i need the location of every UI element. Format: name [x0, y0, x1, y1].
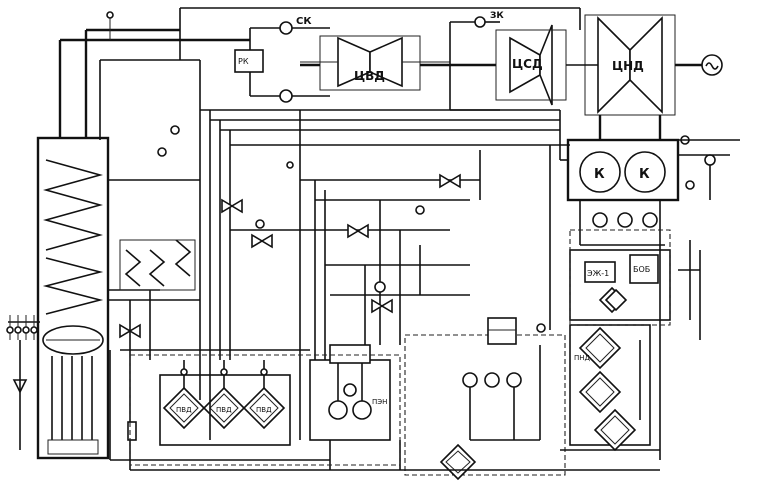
- burner-box: [47, 439, 99, 455]
- stop-valve-icon: [279, 21, 293, 35]
- hp-heater-3: [242, 386, 286, 430]
- hp-valves: СК РК: [234, 16, 330, 103]
- control-valve-label: РК: [238, 57, 249, 66]
- lp-heater-2: [578, 370, 622, 414]
- fuel-valve: [12, 379, 28, 394]
- stop-valve-label: СК: [296, 16, 312, 27]
- hp-heater-3-label: ПВД: [256, 406, 272, 414]
- pump-icon: [642, 212, 658, 228]
- hp-cylinder-label: ЦВД: [354, 69, 385, 83]
- fuel-inlets: [6, 315, 40, 450]
- valve-symbols: [119, 125, 716, 441]
- feed-pump-area: ПЭН: [309, 344, 391, 441]
- right-extractions: [678, 139, 740, 340]
- bdb-label: БОБ: [633, 265, 650, 274]
- stop-valve-2-icon: [279, 89, 293, 103]
- pump-icon: [506, 372, 522, 388]
- lp-heater-1: [578, 326, 622, 370]
- condensers: К К: [566, 138, 680, 245]
- pump-icon: [592, 212, 608, 228]
- superheater-coil-2: [42, 257, 104, 315]
- pen-pump-icon: [352, 400, 372, 420]
- boiler: [36, 136, 110, 460]
- ip-cylinder: ЦСД ЗК: [449, 11, 567, 111]
- condenser-left-label: К: [594, 167, 605, 182]
- dashed-frames: [129, 229, 671, 466]
- condenser-right-label: К: [639, 167, 650, 182]
- condensate-pumps: [580, 212, 665, 246]
- pump-icon: [462, 372, 478, 388]
- boiler-frame: [36, 136, 110, 460]
- lp-heater-label: ПНД: [574, 354, 591, 362]
- ip-valve-icon: [474, 16, 486, 28]
- deaerator-section: [404, 317, 566, 481]
- pen-pump-icon: [328, 400, 348, 420]
- ip-cylinder-label: ЦСД: [512, 57, 543, 71]
- control-valve-box: [234, 49, 264, 73]
- condenser-left-icon: [579, 151, 621, 193]
- main-steam-lines: [58, 7, 581, 140]
- pump-icon: [617, 212, 633, 228]
- superheater-coil-1: [43, 159, 103, 251]
- deaerator-boundary: [404, 334, 566, 476]
- condenser-frame: [566, 138, 680, 202]
- furnace-tubes: [51, 356, 93, 440]
- hp-heater-1: [162, 386, 206, 430]
- pump-icon: [484, 372, 500, 388]
- ejector1-label: ЭЖ-1: [587, 269, 609, 278]
- lp-cylinder: ЦНД: [566, 14, 676, 116]
- reheat-coils: [119, 239, 196, 291]
- generator: [675, 54, 723, 76]
- hp-heater-2-label: ПВД: [216, 406, 232, 414]
- deaerator-column: [487, 317, 517, 345]
- hp-cylinder: ЦВД: [300, 35, 450, 91]
- lp-exhaust: [598, 115, 662, 140]
- lp-cylinder-label: ЦНД: [612, 59, 644, 73]
- ejector-group: ЭЖ-1 БОБ: [569, 249, 671, 321]
- hp-heater-1-label: ПВД: [176, 406, 192, 414]
- condenser-right-icon: [624, 151, 666, 193]
- deaerator-tank: [329, 344, 371, 364]
- pen-label: ПЭН: [372, 398, 387, 406]
- ejector1-box: [584, 261, 616, 283]
- bdb-box: [629, 254, 659, 284]
- ip-valve-label: ЗК: [490, 11, 504, 21]
- hp-heaters: ПВД ПВД ПВД: [159, 360, 291, 446]
